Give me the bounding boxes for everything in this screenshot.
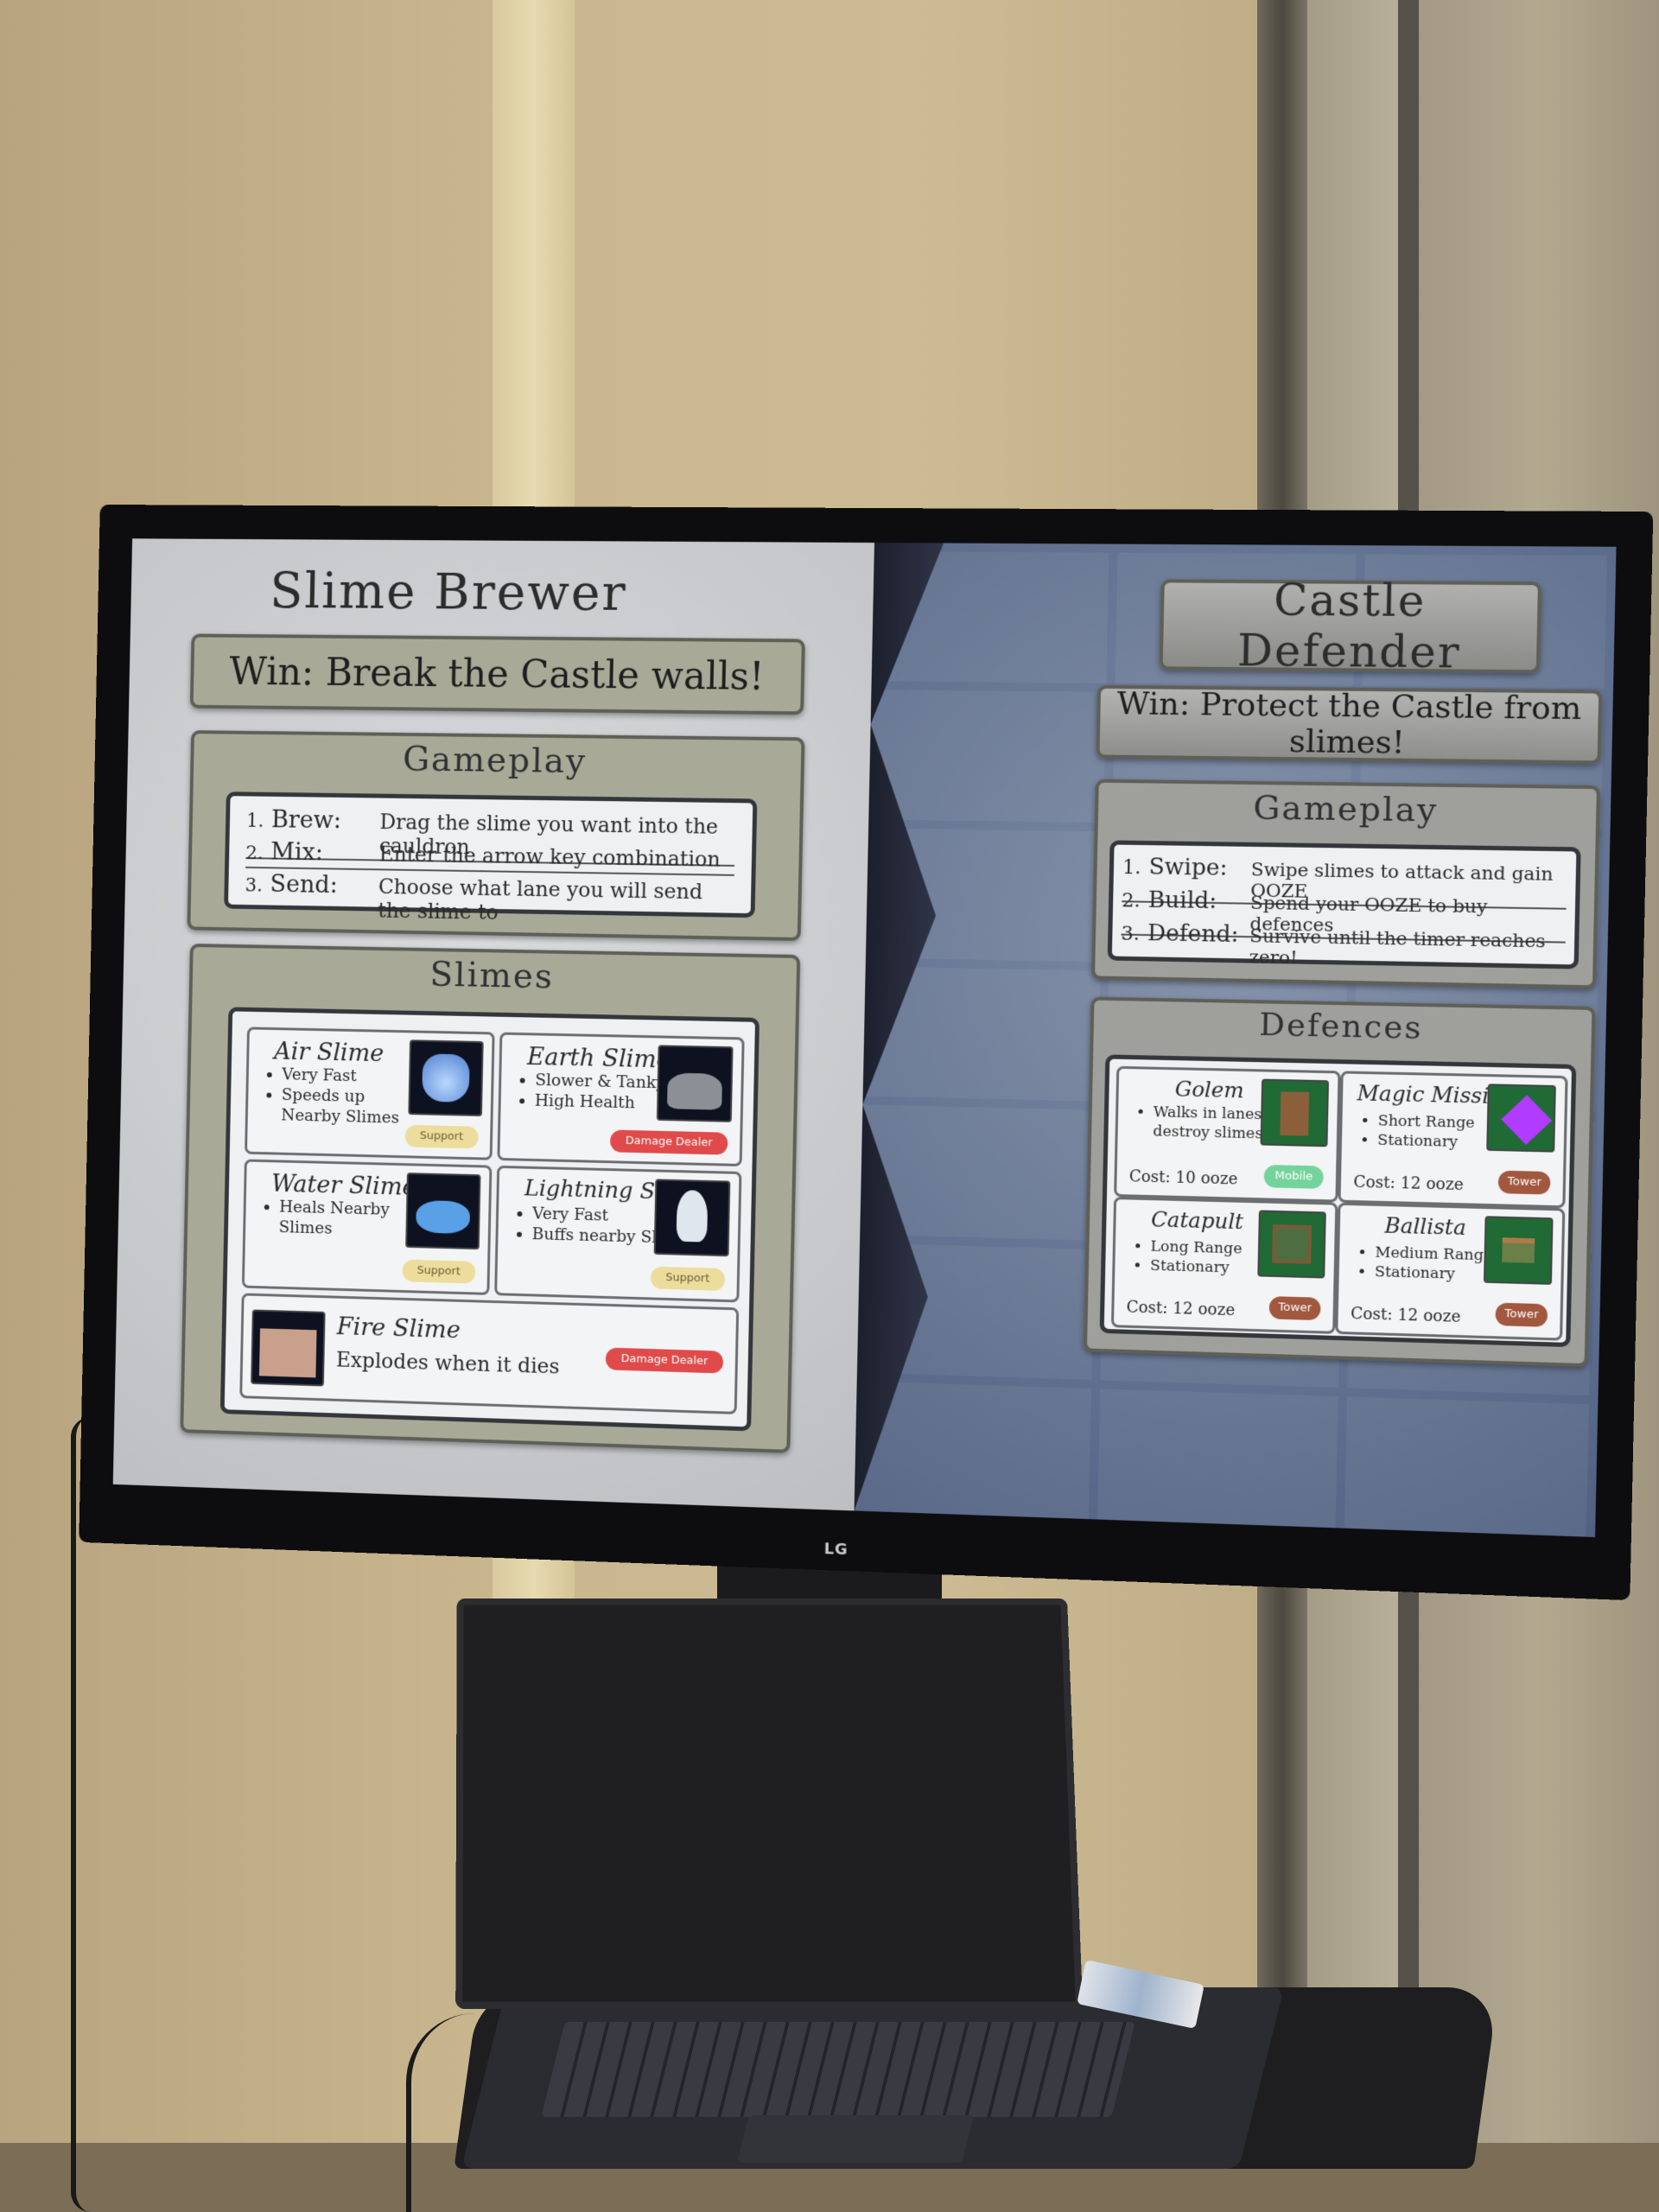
castle-defender-gameplay-title: Gameplay [1252,788,1439,830]
castle-defender-gameplay-box: Gameplay 1. Swipe: Swipe slimes to attac… [1090,779,1601,989]
step-number: 2. [1122,890,1141,912]
slime-description: Explodes when it dies [335,1347,560,1379]
castle-defender-title: Castle Defender [1236,575,1462,678]
magic-missiles-card[interactable]: Magic Missiles Short Range Stationary Co… [1338,1071,1568,1209]
fire-slime-icon [251,1309,326,1387]
step-name: Defend: [1147,919,1239,949]
defence-cost: Cost: 12 ooze [1353,1173,1464,1195]
defence-name: Golem [1174,1077,1244,1103]
defence-cost: Cost: 10 ooze [1128,1167,1238,1189]
slime-trait: High Health [535,1090,665,1114]
slime-traits: Heals Nearby Slimes [260,1196,404,1241]
slime-brewer-steps: 1. Brew: Drag the slime you want into th… [224,791,758,925]
slimes-title: Slimes [429,955,555,997]
step-description: Survive until the timer reaches zero! [1249,925,1546,969]
step-number: 1. [1122,856,1141,880]
slime-trait: Speeds up Nearby Slimes [281,1084,416,1128]
fire-slime-card[interactable]: Fire Slime Explodes when it dies Damage … [239,1293,740,1414]
defence-traits: Medium Range Stationary [1355,1243,1493,1285]
defences-grid: Golem Walks in lanes to destroy slimes C… [1099,1054,1577,1348]
golem-card[interactable]: Golem Walks in lanes to destroy slimes C… [1114,1065,1341,1203]
defence-cost: Cost: 12 ooze [1350,1304,1461,1326]
slime-brewer-win-text: Win: Break the Castle walls! [228,649,766,699]
defence-name: Ballista [1384,1213,1467,1241]
slime-brewer-title: Slime Brewer [269,561,628,622]
role-badge-support: Support [404,1124,479,1149]
step-name: Brew: [270,804,342,835]
slime-name: Earth Slime [526,1042,671,1074]
magic-missiles-icon [1486,1084,1556,1153]
defence-trait: Stationary [1377,1130,1475,1152]
castle-defender-title-plaque: Castle Defender [1159,575,1542,678]
defence-trait: Stationary [1150,1256,1242,1278]
defence-trait: Long Range [1150,1237,1242,1259]
step-number: 2. [245,842,264,865]
water-slime-card[interactable]: Water Slime Heals Nearby Slimes Support [241,1159,493,1295]
role-badge-tower: Tower [1268,1296,1321,1321]
castle-defender-win-banner: Win: Protect the Castle from slimes! [1096,684,1603,765]
slime-name: Fire Slime [336,1312,461,1344]
step-name: Swipe: [1148,854,1228,881]
step-description: Choose what lane you will send the slime… [378,874,703,925]
water-slime-icon [405,1173,481,1250]
slimes-grid: Air Slime Very Fast Speeds up Nearby Sli… [219,1007,760,1432]
defence-name: Catapult [1150,1207,1244,1235]
role-badge-damage-dealer: Damage Dealer [605,1347,724,1374]
slime-trait: Heals Nearby Slimes [278,1197,404,1241]
laptop-cable [406,2013,515,2212]
slime-traits: Slower & Tanky High Health [516,1070,665,1115]
defences-box: Defences Golem Walks in lanes to destroy… [1083,996,1596,1368]
role-badge-tower: Tower [1495,1302,1548,1327]
role-badge-mobile: Mobile [1263,1164,1324,1189]
step-number: 3. [245,874,264,897]
slime-brewer-win-banner: Win: Break the Castle walls! [189,633,805,715]
ballista-icon [1483,1216,1554,1285]
tv-brand-logo: LG [823,1540,849,1560]
slime-brewer-gameplay-box: Gameplay 1. Brew: Drag the slime you wan… [187,730,805,942]
lightning-slime-card[interactable]: Lightning Slime Very Fast Buffs nearby S… [494,1165,742,1303]
castle-defender-win-text: Win: Protect the Castle from slimes! [1116,686,1582,761]
lightning-slime-icon [653,1179,731,1257]
power-cable [71,1417,111,2212]
ballista-card[interactable]: Ballista Medium Range Stationary Cost: 1… [1335,1202,1566,1341]
defence-traits: Long Range Stationary [1131,1236,1243,1278]
role-badge-support: Support [650,1266,726,1291]
air-slime-icon [408,1039,484,1117]
slime-trait: Very Fast [282,1065,416,1088]
defend-step: 3. Defend: Survive until the timer reach… [1121,919,1566,975]
step-name: Send: [270,869,339,899]
step-number: 3. [1121,923,1141,946]
catapult-icon [1257,1210,1326,1279]
earth-slime-icon [656,1045,734,1122]
tv-screen: Slime Brewer Win: Break the Castle walls… [112,538,1617,1538]
step-name: Mix: [270,836,324,867]
castle-defender-steps: 1. Swipe: Swipe slimes to attack and gai… [1107,840,1581,969]
step-number: 1. [245,810,264,832]
defence-traits: Short Range Stationary [1357,1111,1475,1153]
tv-monitor: Slime Brewer Win: Break the Castle walls… [79,505,1654,1601]
slime-name: Air Slime [273,1036,385,1068]
earth-slime-card[interactable]: Earth Slime Slower & Tanky High Health D… [497,1032,745,1166]
role-badge-support: Support [402,1259,476,1284]
slimes-box: Slimes Air Slime Very Fast Speeds up Nea… [180,944,801,1453]
air-slime-card[interactable]: Air Slime Very Fast Speeds up Nearby Sli… [245,1027,495,1160]
laptop-keyboard [541,2022,1135,2117]
step-description: Enter the arrow key combination [378,842,721,872]
catapult-card[interactable]: Catapult Long Range Stationary Cost: 12 … [1110,1196,1338,1334]
role-badge-tower: Tower [1498,1170,1551,1195]
laptop-trackpad [737,2115,974,2163]
defence-trait: Short Range [1377,1111,1475,1133]
defences-title: Defences [1258,1007,1423,1046]
slime-traits: Very Fast Speeds up Nearby Slimes [263,1064,416,1128]
role-badge-damage-dealer: Damage Dealer [609,1129,728,1155]
slime-trait: Slower & Tanky [535,1070,665,1093]
defence-cost: Cost: 12 ooze [1126,1298,1236,1320]
golem-icon [1260,1078,1330,1147]
send-step: 3. Send: Choose what lane you will send … [245,869,734,931]
defence-trait: Stationary [1375,1262,1492,1285]
step-name: Build: [1147,887,1217,915]
slime-brewer-gameplay-title: Gameplay [402,739,588,781]
laptop-screen-off [455,1598,1084,2009]
